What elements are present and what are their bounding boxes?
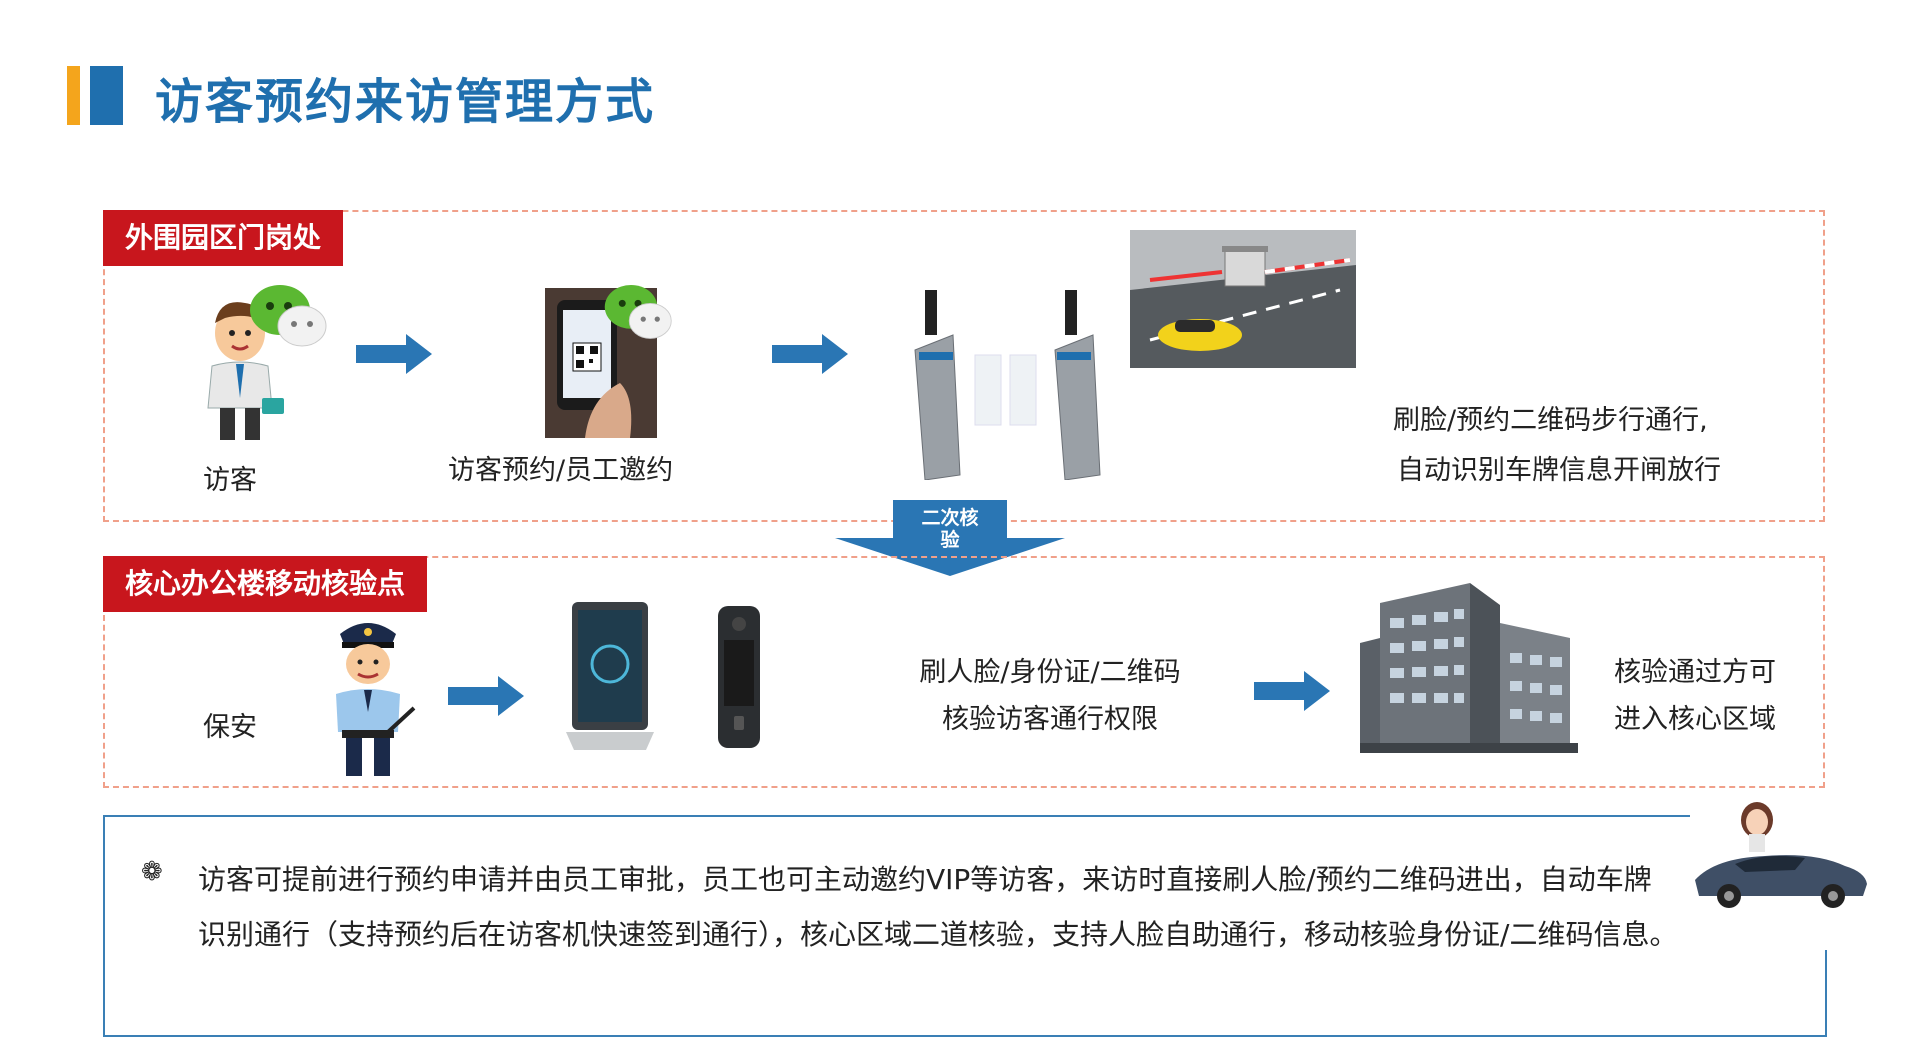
check-desc-line1: 刷人脸/身份证/二维码: [919, 657, 1181, 688]
visitor-label: 访客: [203, 465, 257, 496]
arrow-right-icon: [772, 334, 848, 374]
secondary-check-line1: 二次核: [921, 507, 979, 529]
secondary-check-label: 二次核 验: [893, 507, 1007, 551]
guard-label: 保安: [203, 712, 257, 743]
wechat-icon: [604, 285, 672, 339]
result-desc-line2: 进入核心区域: [1614, 704, 1776, 735]
result-desc: 核验通过方可 进入核心区域: [1614, 650, 1776, 736]
handheld-scanner-icon: [718, 606, 760, 748]
office-building-icon: [1360, 583, 1578, 753]
security-guard-icon: [336, 623, 416, 776]
arrow-right-icon: [356, 334, 432, 374]
check-desc: 刷人脸/身份证/二维码 核验访客通行权限: [880, 650, 1220, 736]
gate-desc-line2: 自动识别车牌信息开闸放行: [1397, 455, 1721, 486]
arrow-right-icon: [1254, 671, 1330, 711]
description-text: 访客可提前进行预约申请并由员工审批，员工也可主动邀约VIP等访客，来访时直接刷人…: [198, 863, 1678, 951]
section-tag-core: 核心办公楼移动核验点: [103, 556, 428, 612]
section-core-office: [103, 556, 1825, 788]
title-accent-blue: [90, 66, 123, 125]
secondary-check-line2: 验: [940, 529, 960, 551]
parking-barrier-icon: [1130, 230, 1356, 368]
face-terminal-icon: [566, 602, 654, 750]
page-title: 访客预约来访管理方式: [155, 74, 656, 130]
wechat-icon: [250, 285, 327, 347]
booking-label: 访客预约/员工邀约: [448, 455, 674, 486]
bullet-icon: ❁: [141, 857, 163, 887]
turnstile-icon: [914, 290, 1101, 480]
gate-desc-line1: 刷脸/预约二维码步行通行,: [1393, 405, 1708, 436]
title-accent-yellow: [67, 66, 80, 125]
result-desc-line1: 核验通过方可: [1614, 657, 1776, 688]
check-desc-line2: 核验访客通行权限: [942, 704, 1158, 735]
section-tag-perimeter: 外围园区门岗处: [103, 210, 344, 266]
arrow-right-icon: [448, 676, 524, 716]
phone-qr-icon: [545, 288, 657, 438]
woman-car-icon: [1695, 802, 1867, 908]
